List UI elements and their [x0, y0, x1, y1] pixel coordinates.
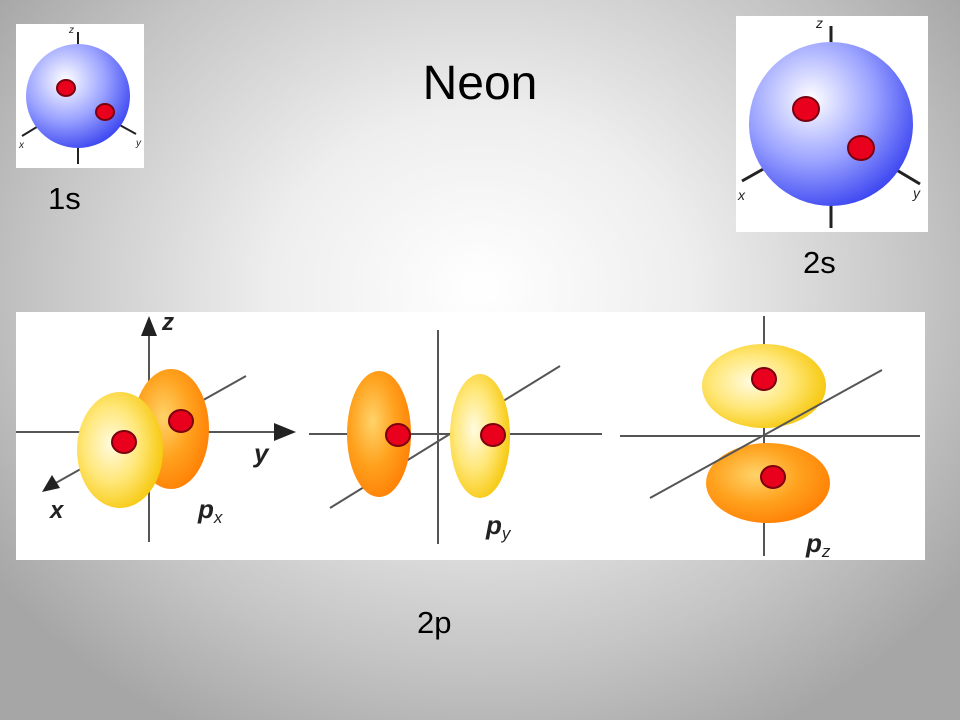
electron-dot — [385, 423, 411, 447]
s-orbital-sphere — [749, 42, 913, 206]
orbital-2s-label: 2s — [803, 245, 836, 280]
p-base-label: p — [197, 494, 214, 524]
pz-orbital: pz — [620, 316, 920, 560]
x-axis-label: x — [18, 140, 25, 151]
orbital-lobe-right — [450, 374, 510, 498]
p-base-label: p — [485, 510, 502, 540]
electron-dot — [168, 409, 194, 433]
y-axis-arrow-icon — [274, 423, 296, 441]
y-axis-label: y — [252, 438, 270, 468]
pz-label: pz — [805, 528, 831, 560]
electron-dot — [95, 103, 115, 121]
slide-title: Neon — [422, 57, 538, 110]
p-base-label: p — [805, 528, 822, 558]
py-subscript: y — [501, 524, 512, 543]
electron-dot — [111, 430, 137, 454]
electron-dot — [480, 423, 506, 447]
px-orbital: z y x px — [16, 312, 296, 542]
orbital-1s-panel: z x y — [16, 24, 144, 168]
z-axis-label: z — [68, 25, 74, 36]
electron-dot — [792, 96, 820, 122]
z-axis-label: z — [161, 312, 174, 336]
py-orbital: py — [309, 330, 602, 544]
pz-subscript: z — [821, 542, 831, 560]
x-axis-arrow-icon — [42, 475, 60, 492]
orbital-1s-label: 1s — [48, 181, 81, 216]
y-axis-label: y — [912, 185, 921, 201]
orbital-lobe-left — [347, 371, 411, 497]
orbital-2p-panel: z y x px py pz — [16, 312, 925, 560]
electron-dot — [56, 79, 76, 97]
electron-dot — [751, 367, 777, 391]
px-label: px — [197, 494, 223, 527]
s-orbital-sphere — [26, 44, 130, 148]
y-axis-label: y — [135, 138, 142, 149]
px-subscript: x — [213, 508, 223, 527]
x-axis-label: x — [737, 187, 746, 203]
orbital-2p-label: 2p — [417, 605, 452, 640]
py-label: py — [485, 510, 512, 543]
x-axis-line — [649, 369, 883, 499]
electron-dot — [847, 135, 875, 161]
electron-dot — [760, 465, 786, 489]
orbital-2s-panel: z x y — [736, 16, 928, 232]
z-axis-arrow-icon — [141, 316, 157, 336]
z-axis-label: z — [815, 16, 823, 31]
x-axis-label: x — [48, 497, 65, 524]
